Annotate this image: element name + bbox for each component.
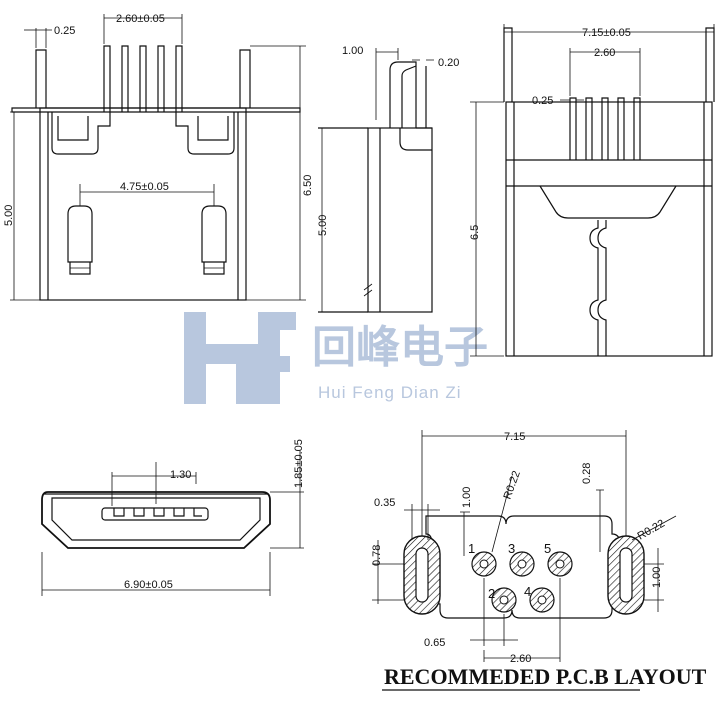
front-pins: [103, 45, 183, 112]
pin-number-2: 2: [488, 586, 495, 601]
watermark: 回峰电子 Hui Feng Dian Zi: [184, 312, 488, 404]
pcb-left-slot: [403, 535, 441, 615]
front-total-height-label: 6.50: [302, 175, 314, 196]
port-height-label: 1.85±0.05: [293, 439, 305, 488]
pcb-layout-title: RECOMMEDED P.C.B LAYOUT: [384, 664, 707, 689]
top-pin-thickness-label: 0.25: [532, 95, 553, 107]
front-view: 0.25 2.60±0.05 5.00 6.50 4.75±0.05: [3, 13, 314, 301]
pcb-dim-100-right-label: 1.00: [651, 567, 663, 588]
top-width-label: 7.15±0.05: [582, 27, 631, 39]
top-pins: [569, 97, 641, 160]
pcb-dim-035-label: 0.35: [374, 497, 395, 509]
pcb-pads: [471, 551, 573, 613]
front-height-label: 5.00: [3, 205, 15, 226]
port-tongue-width-label: 1.30: [170, 469, 191, 481]
pin-number-4: 4: [524, 584, 531, 599]
pcb-dim-260-label: 2.60: [510, 653, 531, 665]
front-pin-pitch-label: 2.60±0.05: [116, 13, 165, 25]
top-height-label: 6.5: [469, 225, 481, 240]
side-height-label: 5.00: [317, 215, 329, 236]
pin-number-5: 5: [544, 541, 551, 556]
watermark-title: 回峰电子: [312, 322, 488, 373]
pcb-dim-065-label: 0.65: [424, 637, 445, 649]
pcb-radius-left-label: R0.22: [502, 469, 523, 501]
pcb-right-slot: [607, 535, 645, 615]
pcb-radius-right-label: R0.22: [636, 518, 667, 543]
top-pin-span-label: 2.60: [594, 47, 615, 59]
side-dim-a-label: 1.00: [342, 45, 363, 57]
front-tab-spacing-label: 4.75±0.05: [120, 181, 169, 193]
watermark-subtitle: Hui Feng Dian Zi: [318, 383, 462, 402]
port-width-label: 6.90±0.05: [124, 579, 173, 591]
pcb-layout: 1 2 3 4 5 7.15 R0.22 R0.22 0.28 0.35 1.0…: [371, 430, 707, 691]
side-dim-b-label: 0.20: [438, 57, 459, 69]
pcb-width-label: 7.15: [504, 431, 525, 443]
front-pin-thickness-label: 0.25: [54, 25, 75, 37]
front-legs: [67, 205, 227, 275]
top-view: 7.15±0.05 2.60 0.25 6.5: [469, 24, 715, 357]
pcb-dim-100-top-label: 1.00: [461, 487, 473, 508]
port-view: 1.30 1.85±0.05 6.90±0.05: [41, 439, 305, 596]
pin-number-3: 3: [508, 541, 515, 556]
side-view: 1.00 0.20 5.00: [317, 45, 459, 313]
pcb-dim-078-label: 0.78: [371, 545, 383, 566]
watermark-logo: [184, 312, 296, 404]
port-tongue: [101, 507, 209, 521]
pin-number-1: 1: [468, 541, 475, 556]
pcb-dim-028-label: 0.28: [581, 463, 593, 484]
